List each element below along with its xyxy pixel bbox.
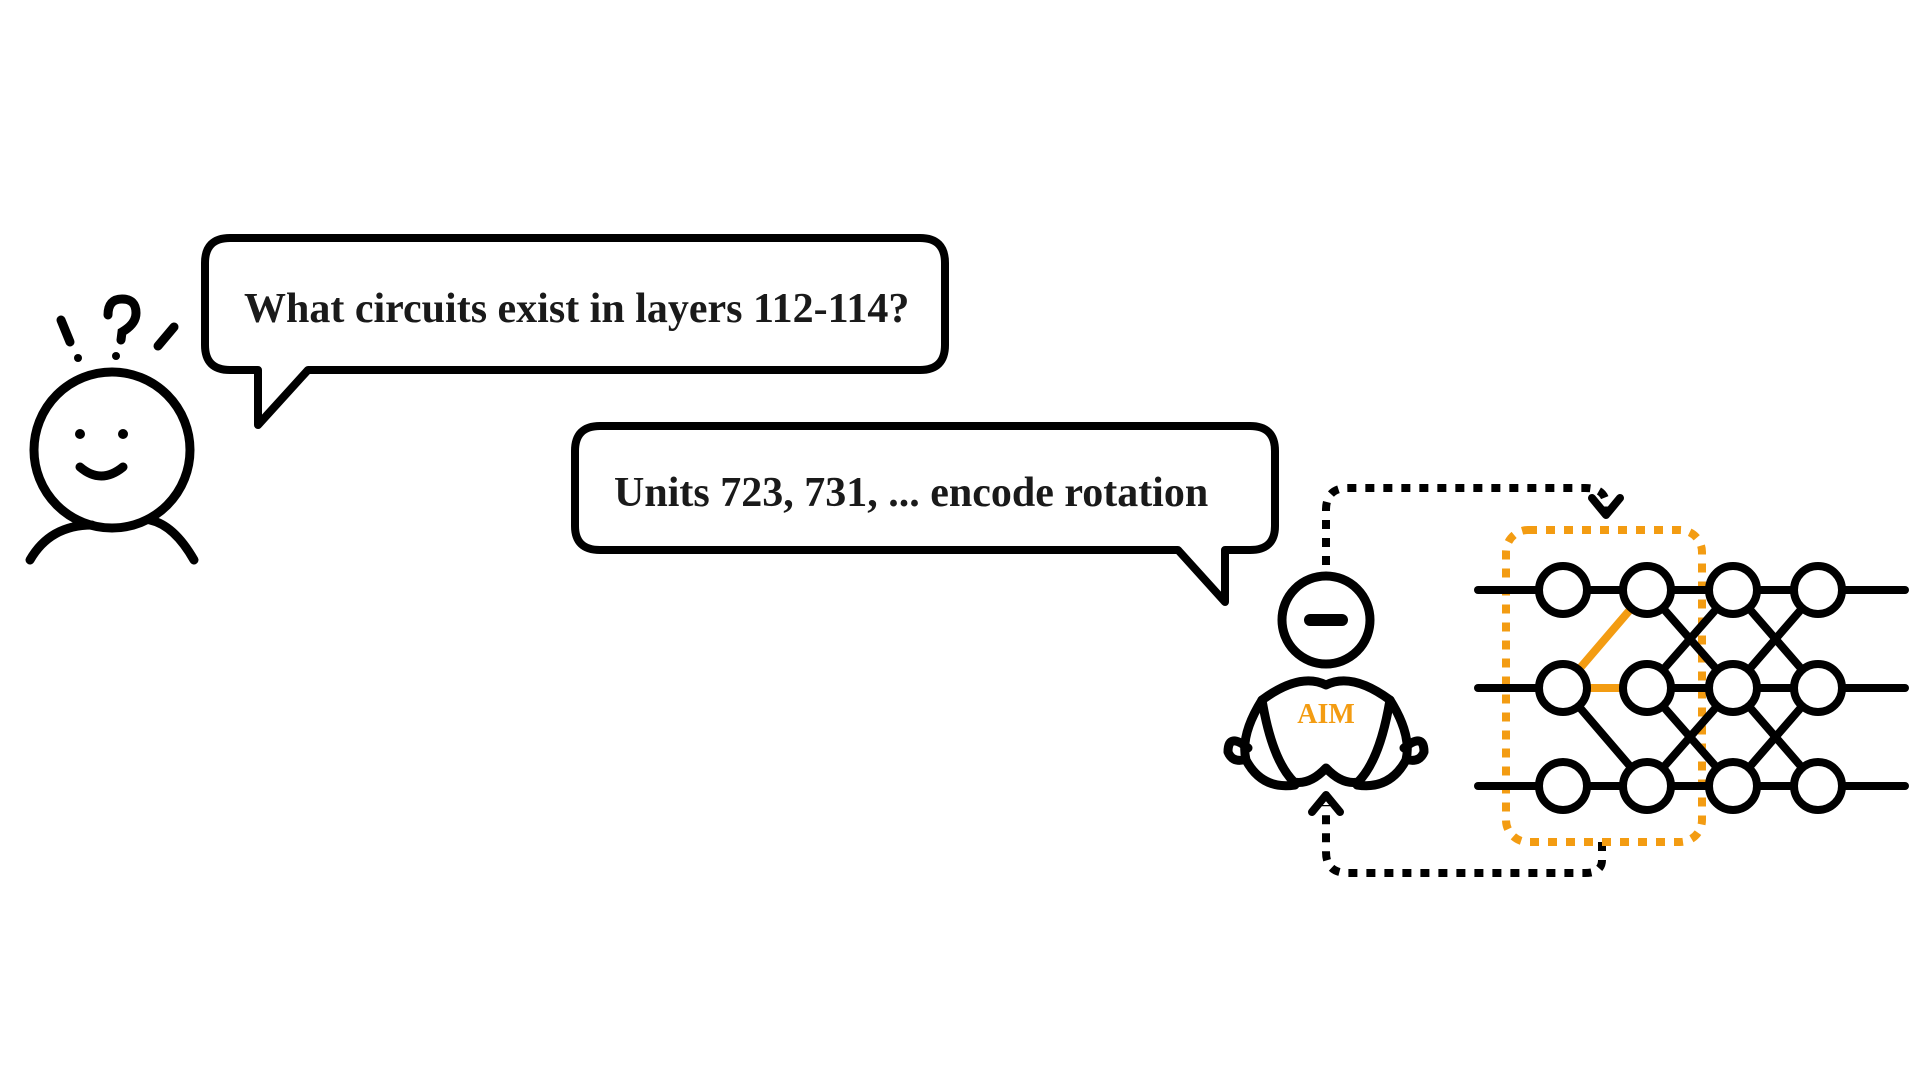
- network-node: [1705, 758, 1761, 814]
- network-node: [1619, 758, 1675, 814]
- robot-torso: [1257, 676, 1395, 787]
- robot-icon: [1223, 571, 1429, 791]
- person-left-shoulder: [25, 520, 97, 565]
- top-loop-arrowhead-icon: [1588, 494, 1624, 519]
- bottom-loop-arrow: [1322, 805, 1606, 877]
- person-smile: [75, 462, 128, 481]
- network-node: [1705, 562, 1761, 618]
- bottom-loop-arrowhead-icon: [1308, 791, 1344, 816]
- answer-bubble: Units 723, 731, ... encode rotation: [571, 422, 1279, 606]
- answer-bubble-outline: [571, 422, 1279, 606]
- answer-text: Units 723, 731, ... encode rotation: [614, 470, 1208, 516]
- person-left-eye: [75, 429, 85, 439]
- question-mark-dot: [112, 352, 120, 360]
- neural-network-icon: [1474, 526, 1909, 846]
- highlight-frame: [1502, 526, 1706, 846]
- question-text: What circuits exist in layers 112-114?: [244, 286, 909, 332]
- network-node: [1535, 562, 1591, 618]
- exclamation-right-stroke: [153, 322, 179, 351]
- robot-right-hand: [1399, 736, 1429, 765]
- person-right-shoulder: [145, 515, 199, 565]
- network-node: [1535, 758, 1591, 814]
- robot-label: AIM: [1297, 699, 1355, 730]
- robot-head: [1277, 571, 1375, 669]
- confused-person-icon: [25, 367, 199, 565]
- network-node: [1790, 660, 1846, 716]
- robot-left-hand: [1223, 736, 1253, 765]
- network-node: [1619, 660, 1675, 716]
- question-exclamation-marks-icon: [56, 294, 179, 362]
- bottom-loop-path: [1322, 805, 1606, 877]
- exclamation-dot: [74, 354, 82, 362]
- question-bubble: What circuits exist in layers 112-114?: [201, 234, 949, 429]
- network-node: [1535, 660, 1591, 716]
- network-node: [1790, 758, 1846, 814]
- question-bubble-outline: [201, 234, 949, 429]
- network-node: [1705, 660, 1761, 716]
- network-node: [1619, 562, 1675, 618]
- person-right-eye: [118, 429, 128, 439]
- question-mark-curve: [103, 294, 141, 345]
- person-head: [29, 367, 195, 533]
- network-nodes: [1535, 562, 1846, 814]
- exclamation-stroke: [56, 315, 75, 347]
- network-node: [1790, 562, 1846, 618]
